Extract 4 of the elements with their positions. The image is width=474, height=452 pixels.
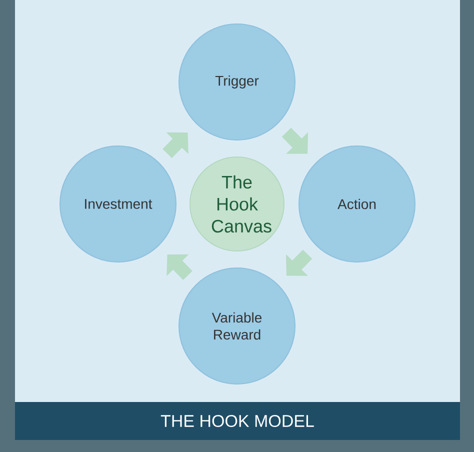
arrow (166, 254, 192, 280)
title-band: THE HOOK MODEL (15, 402, 460, 440)
arrow (282, 128, 308, 154)
arrow (162, 132, 188, 158)
